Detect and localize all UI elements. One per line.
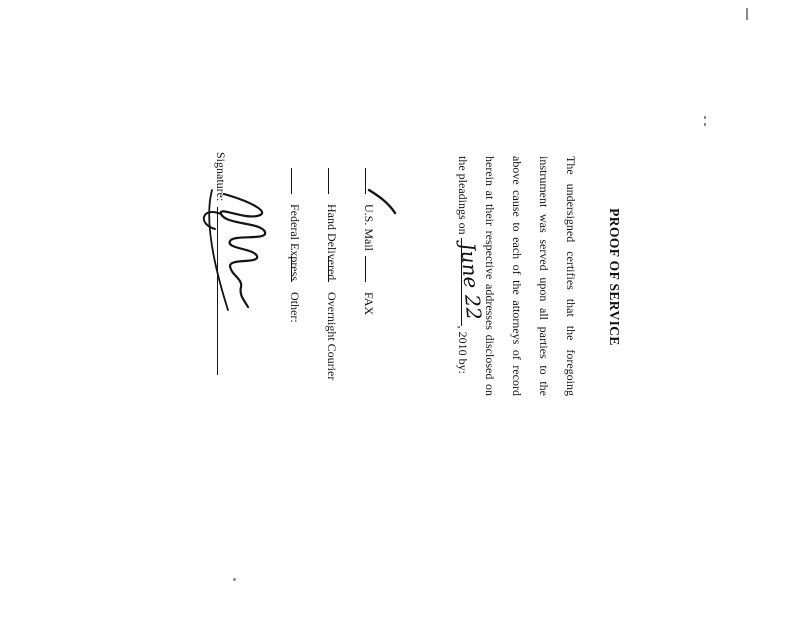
service-method-other: Other: (287, 256, 303, 402)
checkbox-line-federal-express (291, 168, 303, 194)
scan-speck (704, 116, 706, 119)
service-method-overnight-courier: Overnight Courier (324, 256, 340, 402)
certification-paragraph: The undersigned certifies that the foreg… (449, 156, 584, 396)
certification-text-after-date: , 2010 by: (456, 325, 470, 374)
document-title: PROOF OF SERVICE (607, 208, 622, 346)
service-method-fax: FAX (361, 256, 377, 402)
service-method-label: Other: (288, 292, 302, 323)
service-method-federal-express: Federal Express (287, 168, 303, 281)
service-method-row: Hand Delivered Overnight Courier (325, 168, 340, 402)
scan-speck (704, 123, 706, 126)
service-method-us-mail: U.S. Mail (361, 168, 397, 256)
scan-speck (233, 578, 236, 581)
checkbox-line-other (291, 256, 303, 282)
checkmark-icon (367, 188, 397, 215)
service-method-row: Federal Express Other: (288, 168, 303, 402)
service-method-label: FAX (362, 292, 376, 316)
handwritten-signature-icon (202, 189, 267, 311)
service-method-label: Overnight Courier (325, 292, 339, 381)
service-method-hand-delivered: Hand Delivered (324, 168, 340, 280)
scan-speck (746, 8, 748, 20)
service-method-list: U.S. Mail FAX Hand Delivered Overnight C (266, 168, 397, 402)
date-blank-line: June 22 (456, 237, 486, 326)
handwritten-date: June 22 (455, 241, 487, 321)
checkbox-line-hand-delivered (328, 168, 340, 194)
service-method-row: U.S. Mail FAX (361, 168, 397, 402)
checkbox-line-overnight-courier (328, 256, 340, 282)
checkbox-line-fax (365, 256, 377, 282)
